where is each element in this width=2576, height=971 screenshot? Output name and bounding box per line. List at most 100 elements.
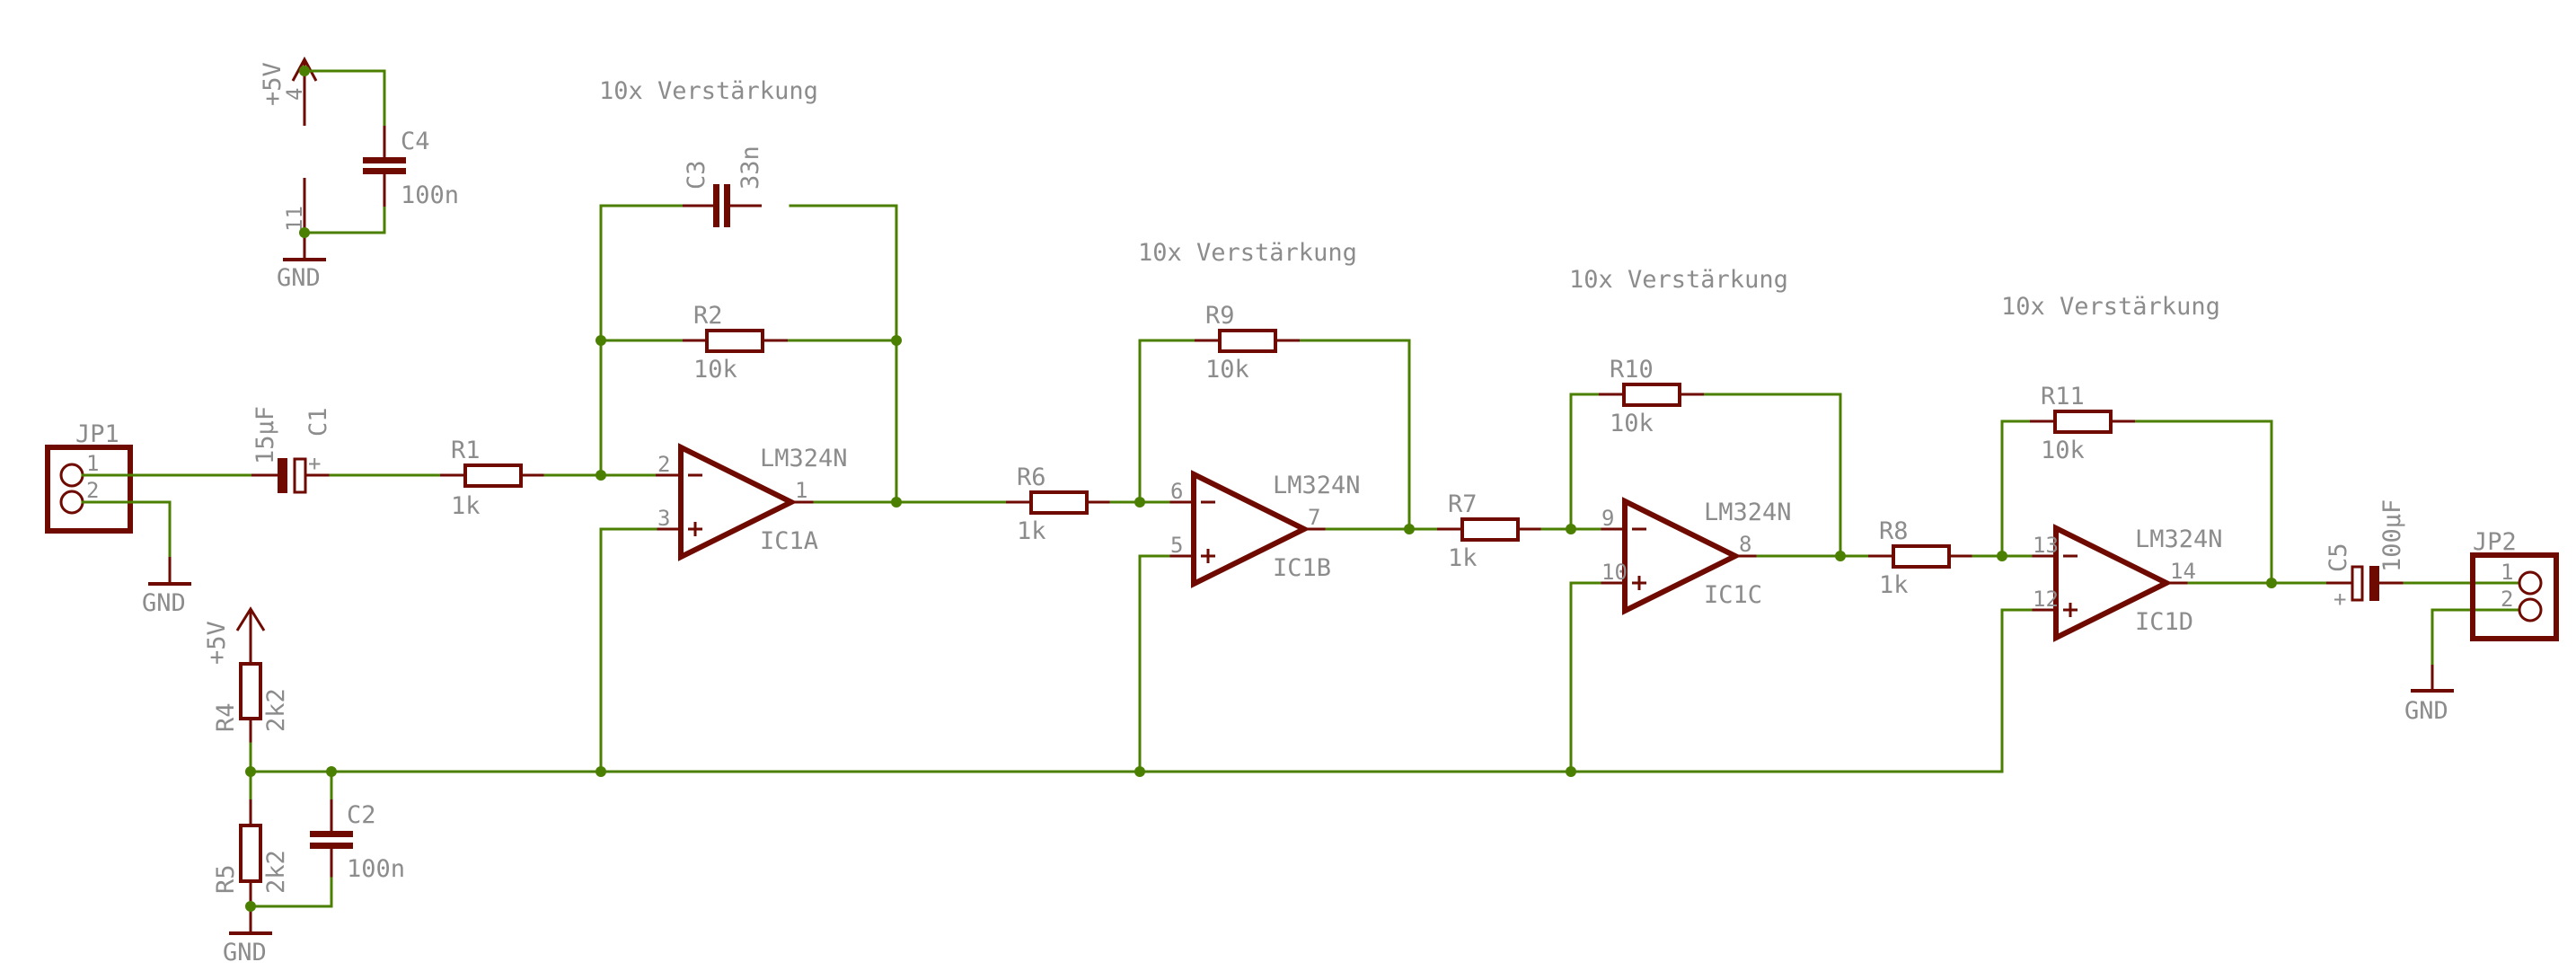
c2-name: C2 (347, 801, 376, 829)
pin-noninv-label: 3 (657, 506, 670, 531)
capacitor-c1: + 15µF C1 (251, 406, 332, 494)
pin-noninv-label: 10 (1601, 560, 1628, 585)
stage-note-1: 10x Verstärkung (599, 77, 818, 105)
pin-out-label: 7 (1308, 505, 1320, 530)
resistor-r5: R5 2k2 (212, 799, 290, 906)
opamp-part-label: LM324N (1704, 499, 1792, 526)
c5-value: 100µF (2378, 499, 2406, 572)
pin-out-label: 8 (1739, 532, 1751, 557)
resistor-r2: R2 10k (683, 302, 788, 384)
jp1-pin-1-label: 1 (86, 451, 99, 476)
resistor-r6: R6 1k (1006, 463, 1111, 545)
opamp-part-label: LM324N (1273, 472, 1361, 499)
c4-value: 100n (401, 181, 459, 209)
r11-value: 10k (2041, 437, 2085, 464)
stage-note-4: 10x Verstärkung (2001, 293, 2220, 321)
pin-inv-label: 2 (657, 452, 670, 477)
r11-name: R11 (2041, 383, 2085, 410)
gnd-pin-11: 11 GND (277, 178, 326, 292)
r9-name: R9 (1205, 302, 1235, 330)
vcc-symbol-top: +5V 4 (259, 56, 318, 126)
pin-inv-label: 6 (1170, 479, 1183, 504)
connector-jp1: JP1 1 2 (45, 420, 133, 534)
supply-pin-4-label: 4 (282, 88, 307, 101)
r8-name: R8 (1879, 517, 1909, 545)
jp2-pin-1-label: 1 (2501, 560, 2513, 585)
r8-value: 1k (1879, 571, 1909, 599)
resistor-r8: R8 1k (1868, 517, 1973, 599)
resistor-r11: R11 10k (2030, 383, 2135, 464)
vcc-label-top: +5V (259, 62, 287, 106)
opamp-name-label: IC1A (760, 527, 818, 555)
pin-out-label: 14 (2170, 559, 2196, 584)
pin-inv-label: 13 (2033, 533, 2059, 558)
resistor-r1: R1 1k (440, 437, 545, 520)
capacitor-c5: + C5 100µF (2325, 499, 2406, 612)
capacitor-c4: C4 100n (363, 126, 459, 209)
c1-name: C1 (304, 407, 332, 437)
jp2-name: JP2 (2473, 528, 2517, 556)
supply-pin-11-label: 11 (282, 206, 307, 232)
gnd-label-top: GND (277, 264, 321, 292)
opamp-part-label: LM324N (2135, 525, 2223, 553)
r9-value: 10k (1205, 356, 1249, 384)
c3-value: 33n (737, 146, 764, 190)
gnd-symbol-jp1: GND (142, 557, 191, 617)
r7-value: 1k (1448, 544, 1478, 572)
c2-value: 100n (347, 855, 405, 883)
r10-name: R10 (1610, 356, 1654, 384)
opamp-name-label: IC1C (1704, 581, 1762, 609)
capacitor-c3: C3 33n (683, 146, 764, 227)
r2-value: 10k (693, 356, 737, 384)
gnd-symbol-jp2: GND (2404, 665, 2454, 725)
r5-name: R5 (212, 864, 240, 894)
c1-value: 15µF (251, 406, 279, 464)
vcc-symbol-divider: +5V (203, 606, 266, 665)
connector-jp2: JP2 1 2 (2470, 528, 2559, 641)
pin-noninv-label: 12 (2033, 587, 2059, 612)
c3-name: C3 (683, 160, 710, 190)
resistor-r10: R10 10k (1599, 356, 1704, 437)
stage-note-3: 10x Verstärkung (1569, 266, 1788, 294)
resistor-r7: R7 1k (1437, 490, 1542, 572)
r2-name: R2 (693, 302, 723, 330)
pin-inv-label: 9 (1601, 506, 1614, 531)
c4-name: C4 (401, 128, 430, 155)
gnd-label-jp1: GND (142, 589, 186, 617)
vcc-label-divider: +5V (203, 621, 231, 665)
r4-value: 2k2 (262, 688, 290, 732)
c1-plus-sign: + (308, 451, 321, 476)
resistor-r4: R4 2k2 (212, 662, 290, 744)
r10-value: 10k (1610, 410, 1654, 437)
c5-name: C5 (2325, 543, 2352, 572)
pin-noninv-label: 5 (1170, 533, 1183, 558)
jp1-name: JP1 (75, 420, 119, 448)
gnd-label-divider: GND (223, 939, 267, 967)
gnd-label-jp2: GND (2404, 697, 2448, 725)
supply-section: +5V 4 11 GND C4 100n (259, 56, 459, 292)
c5-plus-sign: + (2333, 587, 2346, 612)
r7-name: R7 (1448, 490, 1478, 518)
r6-value: 1k (1017, 517, 1046, 545)
jp2-pin-2-label: 2 (2501, 587, 2513, 612)
r6-name: R6 (1017, 463, 1046, 491)
jp1-pin-2-label: 2 (86, 478, 99, 503)
capacitor-c2: C2 100n (310, 799, 405, 883)
gnd-symbol-divider: GND (223, 906, 272, 967)
opamp-layer: 231LM324NIC1A657LM324NIC1B9108LM324NIC1C… (656, 443, 2223, 642)
resistor-r9: R9 10k (1195, 302, 1300, 384)
pin-out-label: 1 (795, 478, 807, 503)
junctions (245, 335, 2277, 912)
opamp-ic1c: 9 10 8 LM324N IC1C (1600, 497, 1792, 615)
r5-value: 2k2 (262, 850, 290, 894)
r4-name: R4 (212, 702, 240, 732)
r1-name: R1 (451, 437, 481, 464)
r1-value: 1k (451, 492, 481, 520)
opamp-ic1a: 2 3 1 LM324N IC1A (656, 443, 848, 561)
opamp-ic1b: 6 5 7 LM324N IC1B (1169, 470, 1361, 588)
stage-note-2: 10x Verstärkung (1138, 239, 1357, 267)
opamp-part-label: LM324N (760, 445, 848, 472)
opamp-name-label: IC1B (1273, 554, 1331, 582)
